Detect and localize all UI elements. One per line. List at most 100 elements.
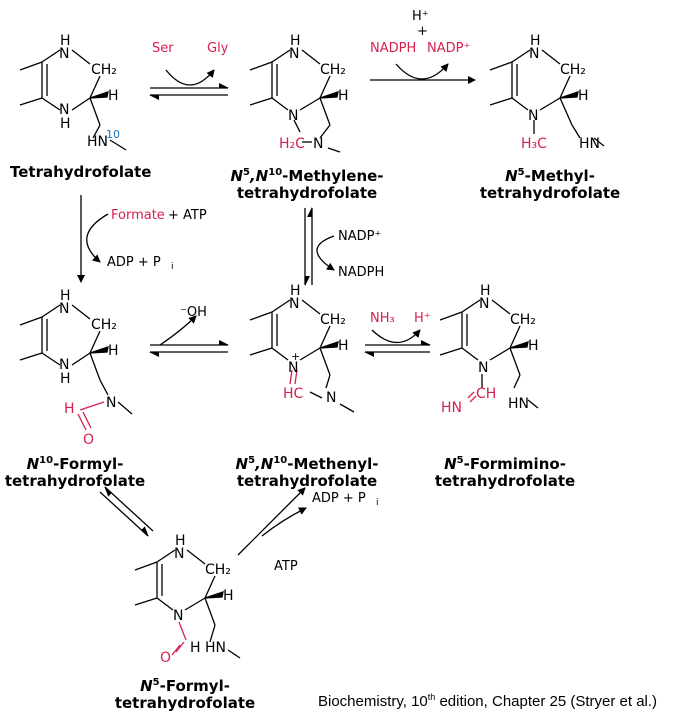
structure-tetrahydrofolate xyxy=(19,49,127,151)
svg-text:CH₂: CH₂ xyxy=(205,562,231,578)
svg-text:N: N xyxy=(288,360,298,376)
svg-text:H: H xyxy=(338,338,349,354)
reagent-oh-minus: ⁻OH xyxy=(180,305,207,320)
svg-text:O: O xyxy=(83,432,94,448)
structure-formyl10 xyxy=(19,304,133,431)
label-formyl5: N5-Formyl- tetrahydrofolate xyxy=(114,677,256,712)
svg-text:N: N xyxy=(174,546,184,562)
svg-text:N: N xyxy=(289,46,299,62)
atoms-tetrahydrofolate: H N CH₂ H N H HN 10 xyxy=(59,33,120,150)
svg-text:CH₂: CH₂ xyxy=(560,62,586,78)
reagent-nh3: NH₃ xyxy=(370,311,395,326)
label-methenyl: N5,N10-Methenyl- tetrahydrofolate xyxy=(235,455,379,490)
reagent-adp-pi: ADP + P xyxy=(107,255,161,270)
svg-text:H: H xyxy=(528,338,539,354)
svg-text:H: H xyxy=(290,283,301,299)
svg-text:N: N xyxy=(59,46,69,62)
reagent-plus: + xyxy=(417,24,428,39)
structure-methylene xyxy=(249,49,341,153)
svg-text:H₂C: H₂C xyxy=(279,136,305,152)
structure-formyl5 xyxy=(134,549,241,659)
svg-text:N: N xyxy=(528,108,538,124)
svg-text:i: i xyxy=(171,262,174,272)
svg-text:+: + xyxy=(291,350,300,363)
svg-text:N: N xyxy=(529,46,539,62)
svg-text:O: O xyxy=(160,650,171,666)
reagent-atp-bottom: ATP xyxy=(274,559,298,574)
svg-text:H₃C: H₃C xyxy=(521,136,547,152)
svg-text:H: H xyxy=(578,88,589,104)
arrow-formyl10-methenyl xyxy=(149,315,229,357)
reagent-nadp-plus-mid: NADP⁺ xyxy=(338,229,381,244)
svg-text:H: H xyxy=(64,401,75,417)
label-methyl: N5-Methyl- tetrahydrofolate xyxy=(479,167,621,202)
arrow-methylene-methenyl xyxy=(304,207,335,286)
svg-text:HN: HN xyxy=(441,400,462,416)
svg-text:i: i xyxy=(376,498,379,508)
reagent-adp-pi-bottom: ADP + P xyxy=(312,491,366,506)
reagent-ser: Ser xyxy=(152,41,174,56)
svg-text:CH₂: CH₂ xyxy=(91,317,117,333)
svg-text:HN: HN xyxy=(508,396,529,412)
label-formimino: N5-Formimino- tetrahydrofolate xyxy=(434,455,576,490)
atoms-formimino: H N CH₂ H N CH HN HN xyxy=(441,283,539,416)
atoms-methenyl: H N CH₂ H + N HC N xyxy=(283,283,349,406)
atoms-methyl: H N CH₂ H N H₃C HN xyxy=(521,33,600,152)
svg-text:H: H xyxy=(480,283,491,299)
arrow-formyl5-methenyl xyxy=(237,487,307,556)
svg-text:H: H xyxy=(530,33,541,49)
svg-text:N: N xyxy=(106,395,116,411)
svg-text:HC: HC xyxy=(283,386,304,402)
reagent-h-plus-right: H⁺ xyxy=(414,311,431,326)
atoms-methylene: H N CH₂ H N H₂C N xyxy=(279,33,349,152)
svg-text:H: H xyxy=(175,533,186,549)
atoms-formyl10: H N CH₂ H N H N H O xyxy=(59,288,119,448)
svg-text:HN: HN xyxy=(87,134,108,150)
svg-text:H: H xyxy=(60,371,71,387)
arrow-methenyl-formimino xyxy=(364,329,431,357)
svg-text:N: N xyxy=(288,108,298,124)
reagent-formate: Formate xyxy=(111,208,165,223)
svg-text:N: N xyxy=(173,608,183,624)
svg-text:N: N xyxy=(313,136,323,152)
reagent-nadph-mid: NADPH xyxy=(338,265,384,280)
svg-text:H: H xyxy=(290,33,301,49)
svg-text:H: H xyxy=(108,343,119,359)
svg-text:N: N xyxy=(59,102,69,118)
svg-text:H: H xyxy=(223,588,234,604)
svg-text:HN: HN xyxy=(579,136,600,152)
structure-methenyl xyxy=(249,299,355,413)
svg-text:N: N xyxy=(478,360,488,376)
svg-text:H: H xyxy=(108,88,119,104)
atoms-formyl5: H N CH₂ H N O H HN xyxy=(160,533,234,666)
source-caption: Biochemistry, 10th edition, Chapter 25 (… xyxy=(318,692,658,710)
svg-text:N: N xyxy=(59,357,69,373)
arrow-thf-formyl10 xyxy=(77,195,109,283)
svg-text:H: H xyxy=(60,33,71,49)
svg-text:H: H xyxy=(190,640,201,656)
svg-text:HN: HN xyxy=(205,640,226,656)
arrow-methylene-methyl xyxy=(370,63,476,84)
reagent-h-plus: H⁺ xyxy=(412,9,429,24)
svg-text:H: H xyxy=(60,288,71,304)
svg-text:N: N xyxy=(289,296,299,312)
svg-text:N: N xyxy=(326,390,336,406)
svg-text:H: H xyxy=(338,88,349,104)
svg-text:10: 10 xyxy=(106,128,120,141)
svg-text:N: N xyxy=(479,296,489,312)
structure-formimino xyxy=(439,299,539,409)
svg-text:CH₂: CH₂ xyxy=(91,62,117,78)
arrow-formyl10-formyl5 xyxy=(99,486,154,537)
reagent-nadp-plus: NADP⁺ xyxy=(427,41,470,56)
structure-methyl xyxy=(489,49,605,147)
reagent-atp: + ATP xyxy=(168,208,207,223)
svg-text:CH₂: CH₂ xyxy=(510,312,536,328)
reagents: Ser Gly H⁺ + NADPH NADP⁺ Formate + ATP A… xyxy=(107,9,470,574)
label-tetrahydrofolate: Tetrahydrofolate xyxy=(10,163,152,181)
reagent-gly: Gly xyxy=(207,41,229,56)
reagent-nadph: NADPH xyxy=(370,41,416,56)
svg-text:CH: CH xyxy=(476,386,496,402)
svg-text:H: H xyxy=(60,116,71,132)
label-formyl10: N10-Formyl- tetrahydrofolate xyxy=(4,455,146,490)
